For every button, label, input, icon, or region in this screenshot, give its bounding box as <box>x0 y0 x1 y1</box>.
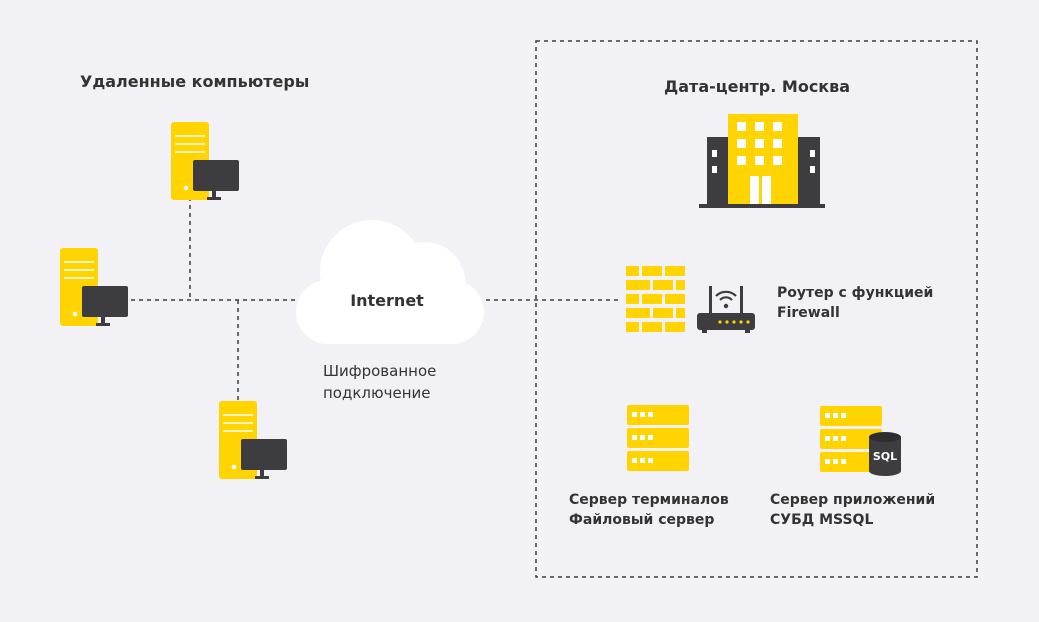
connection-label-line2: подключение <box>323 384 431 402</box>
remote-computer-icon <box>59 247 129 327</box>
terminal-server-icon <box>627 405 689 471</box>
server2-label-line1: Сервер приложений <box>770 492 935 508</box>
server1-label-line1: Сервер терминалов <box>569 492 729 508</box>
cloud-icon <box>296 220 484 344</box>
internet-label: Internet <box>350 291 424 310</box>
database-label: SQL <box>873 450 897 463</box>
remote-computers-title: Удаленные компьютеры <box>80 72 309 91</box>
router-label-line2: Firewall <box>777 305 840 321</box>
connection-lines <box>131 197 620 402</box>
router-label-line1: Роутер с функцией <box>777 285 933 301</box>
datacenter-title: Дата-центр. Москва <box>664 77 850 96</box>
server2-label-line2: СУБД MSSQL <box>770 512 873 528</box>
router-icon <box>697 286 755 333</box>
firewall-icon <box>626 266 685 332</box>
remote-computer-icon <box>218 400 288 480</box>
connection-label-line1: Шифрованное <box>323 362 436 380</box>
remote-computer-icon <box>170 121 240 201</box>
server1-label-line2: Файловый сервер <box>569 512 714 528</box>
database-icon: SQL <box>869 432 901 476</box>
building-icon <box>699 114 825 208</box>
